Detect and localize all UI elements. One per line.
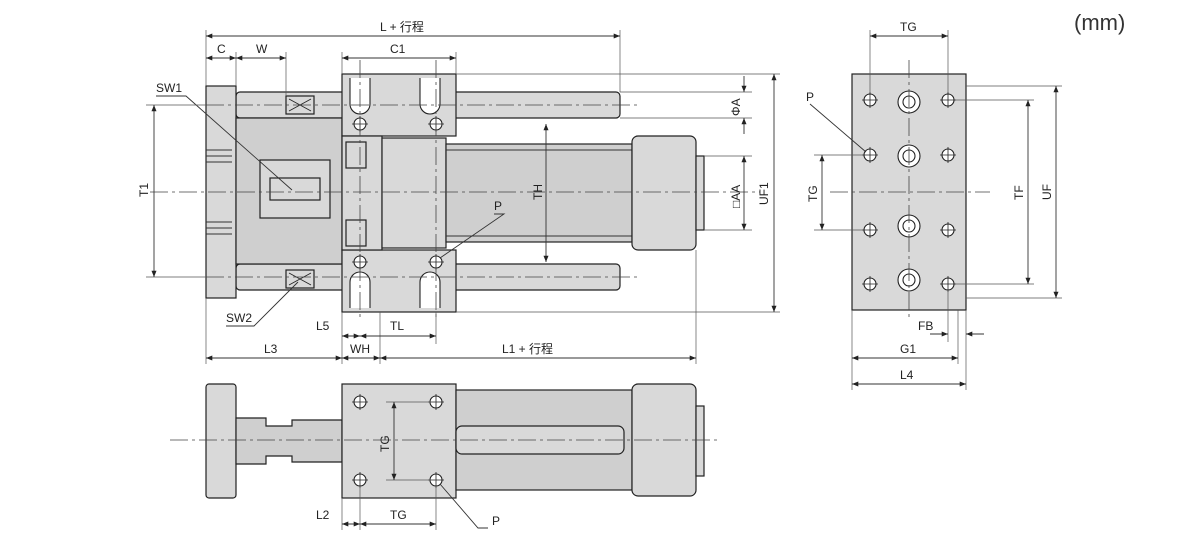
tie-rod-nut-lower — [345, 219, 367, 247]
dim-wh: WH — [350, 342, 370, 356]
label-p-side: P — [806, 90, 814, 104]
side-view: TG P TG TF UF FB G1 L4 — [806, 20, 1062, 390]
thread-marks — [206, 149, 232, 235]
dim-t1: T1 — [137, 183, 151, 197]
label-sw1: SW1 — [156, 81, 182, 95]
dim-g1: G1 — [900, 342, 916, 356]
cylinder-tube — [445, 143, 633, 243]
label-p-front: P — [494, 199, 502, 213]
dim-th: TH — [531, 184, 545, 200]
dim-c1: C1 — [390, 42, 406, 56]
dim-tg-side-left: TG — [806, 185, 820, 202]
plan-housing — [235, 417, 343, 465]
front-view: L + 行程 C W C1 SW1 SW2 T1 TH P ΦA — [137, 19, 780, 364]
unit-label: (mm) — [1074, 10, 1126, 35]
dim-l3: L3 — [264, 342, 278, 356]
dim-w: W — [256, 42, 268, 56]
dim-l1-stroke: L1 + 行程 — [502, 341, 553, 356]
dim-tg-plan-horizontal: TG — [390, 508, 407, 522]
dim-aa: □AA — [729, 185, 743, 208]
dim-fb: FB — [918, 319, 933, 333]
dim-tl: TL — [390, 319, 404, 333]
plan-cap-port — [695, 405, 705, 477]
side-holes — [862, 90, 956, 292]
label-p-plan: P — [492, 514, 500, 528]
dim-l-stroke: L + 行程 — [380, 19, 424, 34]
dim-tg-plan-vertical: TG — [378, 435, 392, 452]
dim-uf1: UF1 — [757, 182, 771, 205]
cylinder-head — [381, 137, 447, 249]
plan-view: TG L2 TG P — [170, 383, 720, 530]
nut — [269, 177, 321, 201]
dim-l4: L4 — [900, 368, 914, 382]
dim-tf: TF — [1012, 185, 1026, 200]
dim-l5: L5 — [316, 319, 330, 333]
dim-phi-a: ΦA — [729, 98, 743, 116]
plan-end-plate — [205, 383, 237, 499]
dim-l2: L2 — [316, 508, 330, 522]
cylinder-cap — [631, 135, 697, 251]
label-sw2: SW2 — [226, 311, 252, 325]
cap-port — [695, 155, 705, 231]
tie-rod-nut-upper — [345, 141, 367, 169]
dim-c: C — [217, 42, 226, 56]
dim-uf: UF — [1040, 184, 1054, 200]
dim-tg-side-top: TG — [900, 20, 917, 34]
